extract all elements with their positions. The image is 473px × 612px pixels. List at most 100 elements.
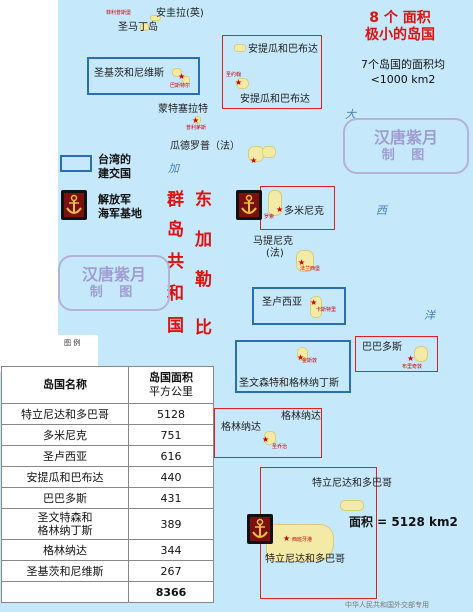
bridgetown-label: 布里奇敦 (402, 364, 423, 370)
row-area: 344 (128, 539, 214, 561)
table-row: 特立尼达和多巴哥 5128 (1, 403, 214, 425)
martinique-island (296, 250, 314, 272)
row-name: 圣文特森和 格林纳丁斯 (1, 508, 129, 540)
saint-lucia-label: 圣卢西亚 (262, 297, 302, 308)
antigua-island (236, 78, 249, 89)
trinidad-anchor-icon (247, 514, 273, 544)
area-table: 岛国名称 岛国面积 平方公里 特立尼达和多巴哥 5128 多米尼克 751 圣卢… (1, 366, 214, 603)
region-right-char: 比 (195, 318, 212, 338)
row-area: 5128 (128, 403, 214, 425)
trinidad-area-note: 面积 = 5128 km2 (349, 515, 458, 529)
map-white-area (0, 0, 58, 372)
martinique-label-fr: (法) (266, 248, 284, 259)
row-area: 440 (128, 466, 214, 488)
sea-label-jia: 加 (168, 162, 179, 175)
row-area: 267 (128, 560, 214, 582)
row-area: 431 (128, 487, 214, 509)
region-left-char: 和 (167, 284, 184, 304)
skn-taiwan-box (87, 57, 200, 95)
header-country-name: 岛国名称 (1, 366, 129, 404)
guadeloupe-star-icon: ★ (250, 156, 258, 165)
row-name: 圣基茨和尼维斯 (1, 560, 129, 582)
nevis-island (182, 76, 190, 84)
legend-panel: 图 例 (56, 335, 98, 370)
total-area: 8366 (128, 581, 214, 603)
port-of-spain-star-icon: ★ (283, 534, 291, 543)
montserrat-label: 蒙特塞拉特 (158, 104, 208, 115)
saint-martin-label: 圣马丁岛 (118, 22, 158, 33)
trinidad-label-bottom: 特立尼达和多巴哥 (265, 554, 345, 565)
table-row: 圣卢西亚 616 (1, 445, 214, 467)
page-title: 8 个 面积 极小的岛国 (365, 10, 435, 43)
plymouth-label: 普利茅斯 (186, 125, 207, 131)
legend-anchor-icon (61, 190, 87, 220)
watermark-left: 汉唐紫月 制 图 (58, 255, 170, 311)
grenada-island (264, 431, 276, 445)
st-georges-star-icon: ★ (262, 435, 270, 444)
castries-label: 卡斯特里 (316, 307, 337, 313)
tobago-island (340, 500, 364, 511)
page-subtitle: 7个岛国的面积均 <1000 km2 (361, 58, 445, 86)
row-name: 巴巴多斯 (1, 487, 129, 509)
region-right-char: 勒 (195, 270, 212, 290)
row-name: 格林纳达 (1, 539, 129, 561)
table-row: 圣基茨和尼维斯 267 (1, 560, 214, 582)
saint-vincent-island (297, 347, 308, 361)
trinidad-label-top: 特立尼达和多巴哥 (312, 478, 392, 489)
row-area: 389 (128, 508, 214, 540)
philipsburg-label: 菲利普斯堡 (106, 10, 132, 16)
barbuda-island (234, 44, 246, 52)
table-row: 格林纳达 344 (1, 539, 214, 561)
table-row: 圣文特森和 格林纳丁斯 389 (1, 508, 214, 540)
table-row: 巴巴多斯 431 (1, 487, 214, 509)
legend-taiwan-label: 台湾的 建交国 (98, 153, 131, 180)
table-header-row: 岛国名称 岛国面积 平方公里 (1, 366, 214, 404)
svg-taiwan-box (235, 340, 351, 393)
row-name: 安提瓜和巴布达 (1, 466, 129, 488)
region-left-char: 共 (167, 252, 184, 272)
montserrat-island (194, 116, 201, 124)
saint-martin-island (140, 23, 149, 31)
roseau-label: 罗索 (264, 214, 275, 220)
row-area: 751 (128, 424, 214, 446)
dominica-anchor-icon (236, 190, 262, 220)
bridgetown-star-icon: ★ (407, 354, 415, 363)
region-left-char: 岛 (167, 220, 184, 240)
st-johns-star-icon: ★ (235, 78, 243, 87)
region-left-char: 国 (167, 316, 184, 336)
sea-label-yang: 洋 (424, 309, 435, 322)
anguilla-island (150, 15, 161, 21)
barbados-label: 巴巴多斯 (362, 342, 402, 353)
fort-de-france-star-icon: ★ (298, 258, 306, 267)
header-area: 岛国面积 平方公里 (128, 366, 214, 404)
total-label-cell (1, 581, 129, 603)
row-name: 多米尼克 (1, 424, 129, 446)
region-right-char: 东 (195, 190, 212, 210)
dominica-label: 多米尼克 (284, 206, 324, 217)
legend-blue-box (60, 155, 92, 172)
st-georges-label: 圣乔治 (272, 444, 288, 450)
row-name: 圣卢西亚 (1, 445, 129, 467)
anguilla-label: 安圭拉(英) (156, 8, 204, 19)
barbados-highlight-box (355, 336, 438, 372)
grenada-highlight-box (214, 408, 322, 458)
kingstown-star-icon: ★ (297, 353, 305, 362)
grenada-label-left: 格林纳达 (221, 422, 261, 433)
port-of-spain-label: 西班牙港 (292, 537, 313, 543)
row-name: 特立尼达和多巴哥 (1, 403, 129, 425)
table-row: 多米尼克 751 (1, 424, 214, 446)
region-right-char: 加 (195, 230, 212, 250)
saint-lucia-taiwan-box (252, 287, 346, 325)
svg-label: 圣文森特和格林纳丁斯 (239, 378, 339, 389)
basseterre-label: 巴斯特尔 (170, 83, 191, 89)
antigua-highlight-box (222, 35, 322, 109)
guadeloupe-island-b (262, 146, 276, 158)
basseterre-star-icon: ★ (178, 72, 186, 81)
roseau-star-icon: ★ (276, 205, 284, 214)
watermark-right: 汉唐紫月 制 图 (343, 118, 469, 174)
dominica-island (268, 190, 282, 216)
grenada-label-right: 格林纳达 (281, 411, 321, 422)
sea-label-da: 大 (345, 108, 356, 121)
castries-star-icon: ★ (310, 298, 318, 307)
guadeloupe-label: 瓜德罗普（法） (170, 141, 240, 152)
